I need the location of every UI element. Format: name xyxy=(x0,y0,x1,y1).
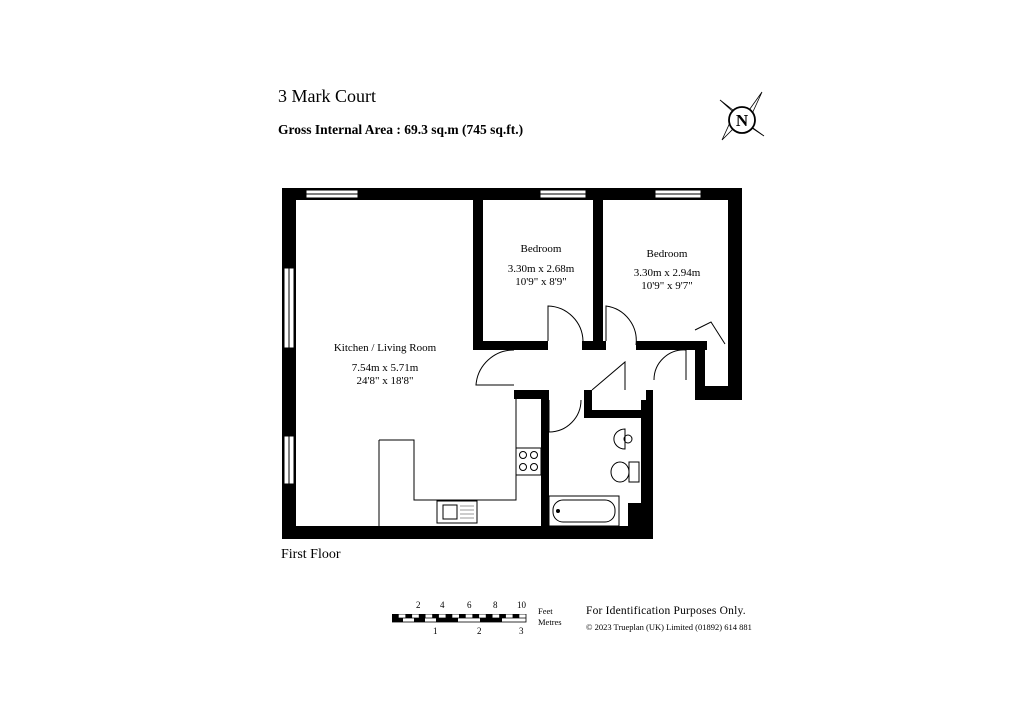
gross-internal-area: Gross Internal Area : 69.3 sq.m (745 sq.… xyxy=(278,122,524,137)
hob xyxy=(515,447,542,476)
right-wall xyxy=(728,188,742,400)
doors xyxy=(475,305,726,433)
metre-tick: 1 xyxy=(433,626,438,636)
bedroom1-imperial: 10'9" x 8'9" xyxy=(515,276,566,288)
sink-bowl xyxy=(442,504,458,520)
toilet-bowl xyxy=(610,461,630,483)
plan-title: 3 Mark Court xyxy=(278,86,376,106)
bedroom1-name: Bedroom xyxy=(521,243,562,255)
bath-end-wall xyxy=(628,503,653,539)
store-bottom-wall xyxy=(695,386,742,400)
feet-tick: 2 xyxy=(416,600,421,610)
feet-tick: 4 xyxy=(440,600,445,610)
bottom-wall xyxy=(282,526,653,539)
left-wall xyxy=(282,188,296,539)
bed1-left-wall xyxy=(473,200,483,350)
feet-tick: 6 xyxy=(467,600,472,610)
windows xyxy=(283,189,702,485)
hall-wall xyxy=(514,390,549,399)
bath-inner xyxy=(552,499,616,523)
cupboard-bottom-wall xyxy=(584,410,653,418)
hob-ring xyxy=(519,463,527,471)
scale-feet-label: Feet xyxy=(538,606,553,616)
kitchen-imperial: 24'8" x 18'8" xyxy=(357,375,414,387)
feet-tick: 10 xyxy=(517,600,526,610)
cupboard-wall-join xyxy=(646,400,653,410)
top-wall xyxy=(282,188,742,200)
bed2-wall-stub xyxy=(603,341,606,350)
metre-tick: 2 xyxy=(477,626,482,636)
scale-metres-label: Metres xyxy=(538,617,562,627)
bedroom2-name: Bedroom xyxy=(647,248,688,260)
bath-tub xyxy=(548,495,620,527)
hob-ring xyxy=(530,451,538,459)
scale-bar: 2 4 6 8 10 1 2 3 xyxy=(390,596,570,636)
bedroom1-metric: 3.30m x 2.68m xyxy=(508,263,575,275)
bed2-bottom-wall xyxy=(636,341,707,350)
kitchen-name: Kitchen / Living Room xyxy=(334,342,437,354)
bath-left-wall xyxy=(541,436,549,529)
kitchen-metric: 7.54m x 5.71m xyxy=(352,362,419,374)
north-compass-icon: N xyxy=(719,91,765,141)
sink-unit xyxy=(436,500,478,524)
bedroom2-imperial: 10'9" x 9'7" xyxy=(641,280,692,292)
floor-label: First Floor xyxy=(281,547,341,562)
hob-ring xyxy=(519,451,527,459)
wash-basin xyxy=(613,428,626,450)
bed1-bottom-wall xyxy=(473,341,548,350)
hob-ring xyxy=(530,463,538,471)
compass-letter: N xyxy=(736,111,749,130)
metre-tick: 3 xyxy=(519,626,524,636)
bedroom2-metric: 3.30m x 2.94m xyxy=(634,267,701,279)
feet-tick: 8 xyxy=(493,600,498,610)
identification-note: For Identification Purposes Only. xyxy=(586,605,746,617)
toilet-cistern xyxy=(628,461,640,483)
cupboard-left-wall xyxy=(584,390,592,418)
bed1-bottom-wall-right xyxy=(582,341,602,350)
bed-dividing-wall xyxy=(593,200,603,350)
store-left-wall xyxy=(695,341,705,400)
kitchen-counter xyxy=(378,397,542,526)
copyright-note: © 2023 Trueplan (UK) Limited (01892) 614… xyxy=(586,622,752,632)
bath-left-wall-top xyxy=(541,390,549,436)
bathroom-fixtures xyxy=(548,428,640,527)
